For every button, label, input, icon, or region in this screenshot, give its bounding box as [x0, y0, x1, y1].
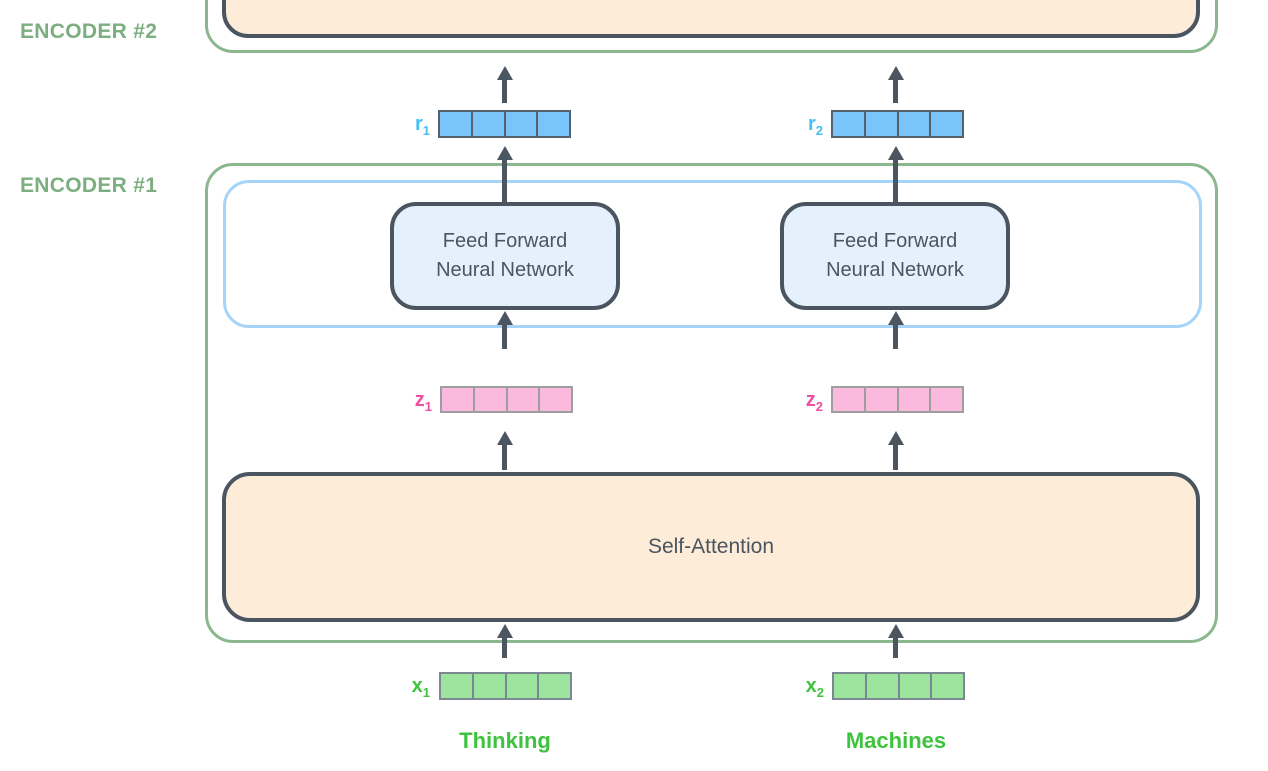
arrow-r1-to-encoder2-icon: [497, 66, 513, 80]
arrow-r1-to-encoder2-shaft: [502, 77, 507, 103]
arrow-ffnn-to-r1-icon: [497, 146, 513, 160]
r1-subscript: 1: [422, 123, 430, 138]
arrow-x1-to-attention-icon: [497, 624, 513, 638]
arrow-attention-to-z2-shaft: [893, 442, 898, 470]
token-word-machines: Machines: [845, 728, 947, 753]
arrow-x1-to-attention-shaft: [502, 635, 507, 658]
self-attention-label: Self-Attention: [647, 535, 775, 558]
vector-cell: [831, 386, 864, 413]
x1-subscript: 1: [422, 685, 430, 700]
vector-cell: [471, 672, 505, 700]
vector-r2-label: r2: [763, 110, 823, 138]
vector-cell: [864, 672, 898, 700]
z1-letter: z: [414, 389, 425, 411]
encoder-1-label: ENCODER #1: [20, 174, 158, 197]
r2-letter: r: [807, 113, 816, 135]
arrow-attention-to-z2-icon: [888, 431, 904, 445]
x2-letter: x: [805, 675, 817, 697]
vector-x2-label: x2: [764, 672, 824, 700]
vector-cell: [503, 110, 537, 138]
encoder-2-box: [205, 0, 1218, 53]
arrow-r2-to-encoder2-shaft: [893, 77, 898, 103]
vector-z2-label: z2: [763, 386, 823, 414]
vector-cell: [470, 110, 504, 138]
arrow-attention-to-z1-icon: [497, 431, 513, 445]
vector-cell: [832, 672, 865, 700]
vector-z1: [440, 386, 573, 413]
vector-r1: [438, 110, 571, 138]
vector-cell: [504, 672, 538, 700]
arrow-x2-to-attention-shaft: [893, 635, 898, 658]
z2-subscript: 2: [815, 399, 823, 414]
arrow-ffnn-to-r1-shaft: [502, 157, 507, 202]
x1-letter: x: [411, 675, 423, 697]
arrow-z1-to-ffnn-shaft: [502, 322, 507, 349]
ffnn-left-line1: Feed Forward: [442, 230, 568, 252]
vector-cell: [929, 386, 964, 413]
vector-cell: [896, 110, 930, 138]
arrow-attention-to-z1-shaft: [502, 442, 507, 470]
vector-cell: [930, 672, 965, 700]
encoder-2-label: ENCODER #2: [20, 20, 158, 43]
vector-cell: [897, 672, 931, 700]
feed-forward-layer-box: [223, 180, 1202, 328]
vector-cell: [438, 110, 471, 138]
vector-cell: [863, 110, 897, 138]
arrow-z2-to-ffnn-icon: [888, 311, 904, 325]
ffnn-box-right: Feed Forward Neural Network: [780, 202, 1010, 310]
encoder-1-box: [205, 163, 1218, 643]
vector-x2: [832, 672, 965, 700]
vector-cell: [439, 672, 472, 700]
arrow-x2-to-attention-icon: [888, 624, 904, 638]
token-word-thinking: Thinking: [459, 728, 551, 753]
vector-cell: [440, 386, 473, 413]
vector-x1: [439, 672, 572, 700]
encoder2-self-attention-box: [222, 0, 1200, 38]
vector-cell: [536, 110, 571, 138]
vector-x1-label: x1: [370, 672, 430, 700]
z2-letter: z: [805, 389, 816, 411]
x2-subscript: 2: [816, 685, 824, 700]
vector-cell: [831, 110, 864, 138]
arrow-ffnn-to-r2-icon: [888, 146, 904, 160]
self-attention-box: Self-Attention: [222, 472, 1200, 622]
z1-subscript: 1: [424, 399, 432, 414]
arrow-ffnn-to-r2-shaft: [893, 157, 898, 202]
vector-cell: [537, 672, 572, 700]
arrow-z2-to-ffnn-shaft: [893, 322, 898, 349]
ffnn-right-line2: Neural Network: [826, 259, 964, 281]
arrow-r2-to-encoder2-icon: [888, 66, 904, 80]
vector-cell: [505, 386, 539, 413]
vector-cell: [472, 386, 506, 413]
ffnn-box-left: Feed Forward Neural Network: [390, 202, 620, 310]
arrow-z1-to-ffnn-icon: [497, 311, 513, 325]
r1-letter: r: [414, 113, 423, 135]
vector-cell: [929, 110, 964, 138]
r2-subscript: 2: [815, 123, 823, 138]
vector-cell: [863, 386, 897, 413]
vector-z2: [831, 386, 964, 413]
ffnn-left-line2: Neural Network: [436, 259, 574, 281]
ffnn-right-line1: Feed Forward: [832, 230, 958, 252]
vector-cell: [538, 386, 573, 413]
vector-cell: [896, 386, 930, 413]
vector-r2: [831, 110, 964, 138]
vector-z1-label: z1: [372, 386, 432, 414]
vector-r1-label: r1: [370, 110, 430, 138]
